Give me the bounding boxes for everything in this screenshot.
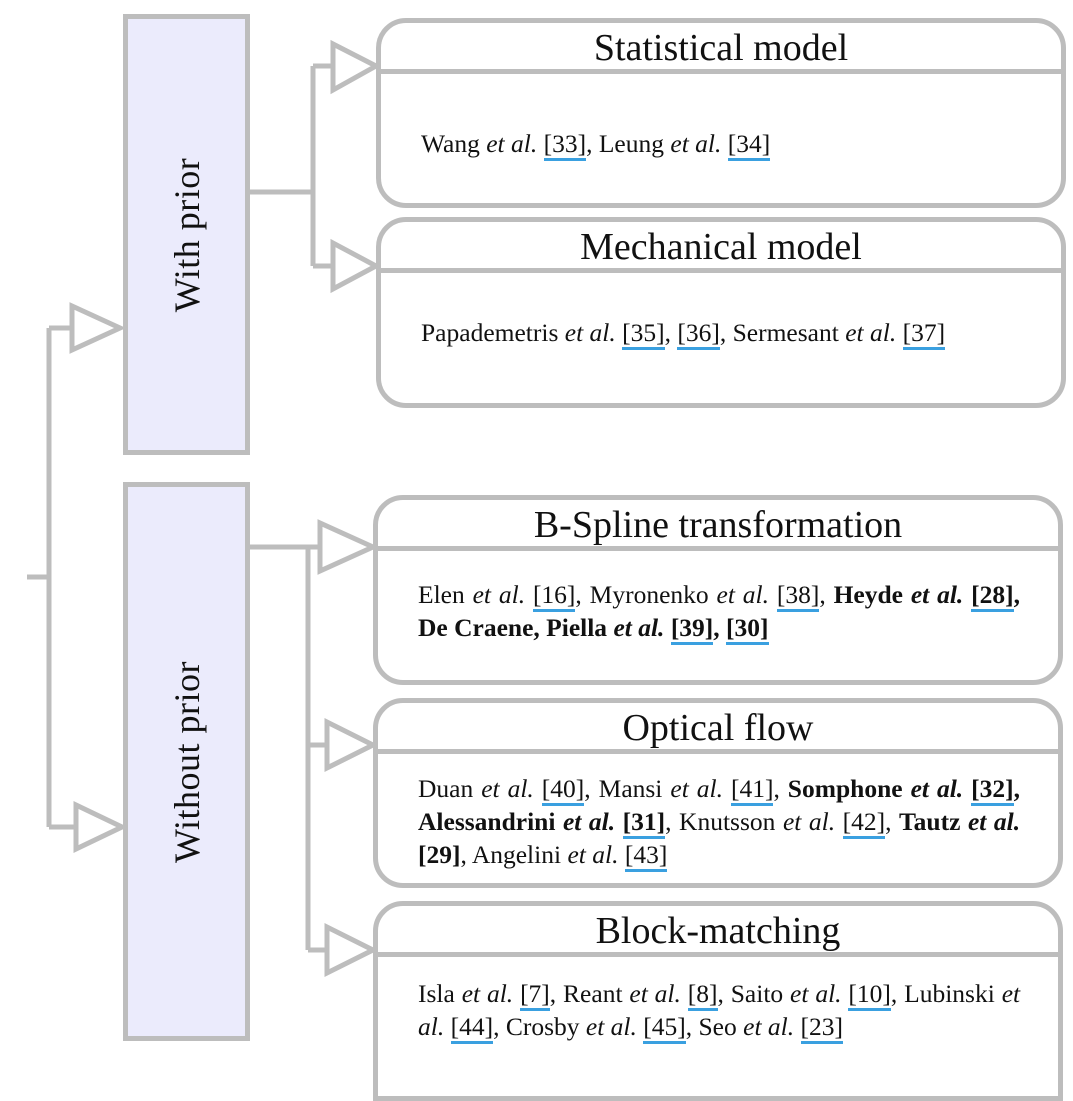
mechanical-model-box: Mechanical model Papademetris et al. [35…: [376, 217, 1066, 408]
citation-link[interactable]: [23]: [800, 1012, 843, 1044]
citation-link[interactable]: [37]: [902, 318, 946, 350]
author: Crosby: [505, 1012, 580, 1041]
block-matching-refs: Isla et al. [7], Reant et al. [8], Saito…: [378, 957, 1058, 1044]
citation-link[interactable]: [44]: [450, 1012, 494, 1044]
author: Papademetris: [421, 318, 559, 347]
et-al: et al.: [564, 318, 616, 347]
bspline-box: B-Spline transformation Elen et al. [16]…: [373, 495, 1063, 685]
author: Knutsson: [679, 807, 776, 836]
category-with-prior-label: With prior: [166, 157, 207, 312]
bspline-title: B-Spline transformation: [378, 500, 1058, 551]
et-al: et al.: [910, 774, 964, 803]
citation-link[interactable]: [40]: [541, 774, 585, 806]
author: Alessandrini: [418, 807, 556, 836]
citation-link[interactable]: [34]: [727, 129, 771, 161]
citation-link[interactable]: [33]: [543, 129, 587, 161]
citation: [29]: [418, 840, 461, 869]
et-al: et al.: [481, 774, 534, 803]
author: Mansi: [598, 774, 663, 803]
et-al: et al.: [670, 129, 722, 158]
author: Duan: [418, 774, 474, 803]
optical-flow-box: Optical flow Duan et al. [40], Mansi et …: [373, 698, 1063, 888]
et-al: et al.: [613, 613, 665, 642]
et-al: et al.: [418, 979, 1021, 1041]
citation-link[interactable]: [16]: [532, 580, 576, 612]
citation-link[interactable]: [31]: [622, 807, 666, 839]
citation-link[interactable]: [43]: [624, 840, 668, 872]
author: Isla: [418, 979, 455, 1008]
arrow-without-prior: [73, 801, 128, 853]
citation-link[interactable]: [41]: [730, 774, 774, 806]
mechanical-model-refs: Papademetris et al. [35], [36], Sermesan…: [381, 273, 1061, 350]
citation-link[interactable]: [32]: [971, 774, 1014, 806]
author: Myronenko: [589, 580, 709, 609]
et-al: et al.: [910, 580, 964, 609]
author: De Craene, Piella: [418, 613, 608, 642]
et-al: et al.: [629, 979, 681, 1008]
category-with-prior: With prior: [123, 14, 250, 455]
et-al: et al.: [716, 580, 769, 609]
citation-link[interactable]: [36]: [677, 318, 720, 350]
author: Heyde: [833, 580, 903, 609]
et-al: et al.: [670, 774, 723, 803]
et-al: et al.: [567, 840, 619, 869]
citation-link[interactable]: [10]: [848, 979, 891, 1011]
author: Leung: [598, 129, 664, 158]
arrow-block: [324, 922, 379, 978]
et-al: et al.: [782, 807, 836, 836]
et-al: et al.: [790, 979, 842, 1008]
arrow-bspline: [317, 519, 380, 575]
statistical-model-title: Statistical model: [381, 23, 1061, 74]
bspline-refs: Elen et al. [16], Myronenko et al. [38],…: [378, 551, 1058, 645]
author: Reant: [563, 979, 623, 1008]
citation-link[interactable]: [45]: [643, 1012, 686, 1044]
et-al: et al.: [486, 129, 538, 158]
optical-flow-title: Optical flow: [378, 703, 1058, 754]
arrow-mechanical: [330, 238, 382, 294]
author: Saito: [730, 979, 784, 1008]
author: Wang: [421, 129, 480, 158]
et-al: et al.: [461, 979, 514, 1008]
citation-link[interactable]: [7]: [520, 979, 550, 1011]
statistical-model-refs: Wang et al. [33], Leung et al. [34]: [381, 74, 1061, 161]
author: Seo: [698, 1012, 737, 1041]
et-al: et al.: [967, 807, 1021, 836]
block-matching-title: Block-matching: [378, 906, 1058, 957]
citation-link[interactable]: [42]: [842, 807, 886, 839]
et-al: et al.: [585, 1012, 637, 1041]
statistical-model-box: Statistical model Wang et al. [33], Leun…: [376, 18, 1066, 208]
author: Angelini: [471, 840, 562, 869]
citation-link[interactable]: [35]: [622, 318, 665, 350]
author: Elen: [418, 580, 465, 609]
et-al: et al.: [472, 580, 526, 609]
citation-link[interactable]: [38]: [776, 580, 820, 612]
category-without-prior: Without prior: [123, 482, 250, 1041]
author: Lubinski: [904, 979, 995, 1008]
mechanical-model-title: Mechanical model: [381, 222, 1061, 273]
optical-flow-refs: Duan et al. [40], Mansi et al. [41], Som…: [378, 754, 1058, 872]
arrow-statistical: [330, 39, 382, 95]
et-al: et al.: [562, 807, 616, 836]
citation-link[interactable]: [30]: [726, 613, 769, 645]
arrow-with-prior: [69, 302, 127, 354]
category-without-prior-label: Without prior: [166, 660, 207, 863]
block-matching-box: Block-matching Isla et al. [7], Reant et…: [373, 901, 1063, 1101]
et-al: et al.: [845, 318, 897, 347]
citation-link[interactable]: [39]: [670, 613, 714, 645]
citation-link[interactable]: [8]: [687, 979, 718, 1011]
arrow-optical: [324, 717, 379, 773]
citation-link[interactable]: [28]: [971, 580, 1014, 612]
author: Tautz: [899, 807, 961, 836]
et-al: et al.: [743, 1012, 795, 1041]
author: Sermesant: [732, 318, 839, 347]
author: Somphone: [787, 774, 903, 803]
